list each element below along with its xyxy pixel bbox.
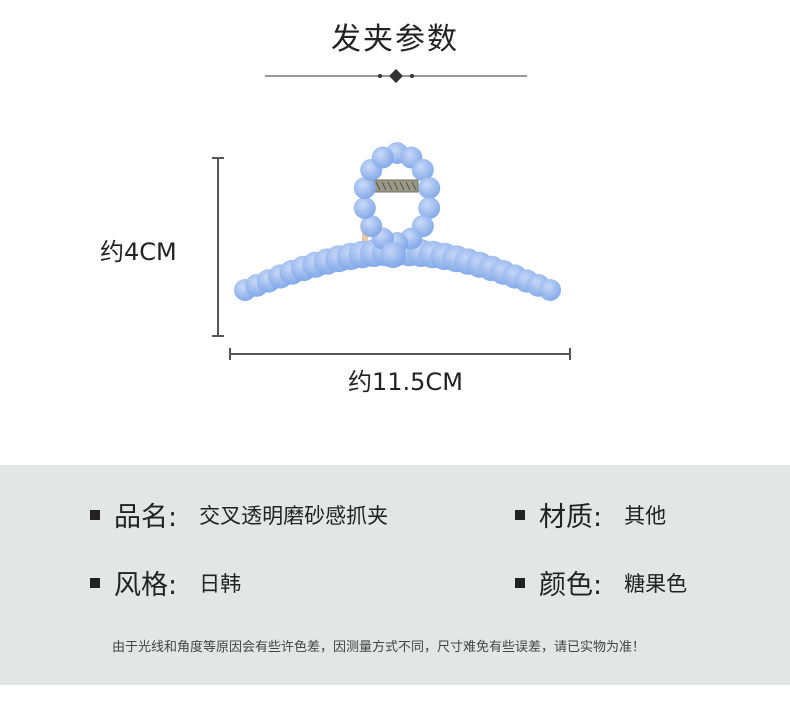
width-dimension-line: [230, 353, 570, 355]
bead: [353, 177, 376, 199]
width-dimension-cap: [569, 348, 571, 360]
height-dimension-line: [217, 158, 219, 336]
spec-value: 交叉透明磨砂感抓夹: [199, 503, 389, 528]
spec-value: 糖果色: [624, 571, 688, 596]
hair-clip-image: [234, 142, 561, 301]
page-title: 发夹参数: [331, 22, 459, 57]
bead: [411, 158, 434, 181]
width-label: 约11.5CM: [348, 368, 463, 396]
spec-product-name: 品名: 交叉透明磨砂感抓夹: [90, 495, 388, 534]
bead: [353, 197, 376, 219]
disclaimer-note: 由于光线和角度等原因会有些许色差，因测量方式不同，尺寸难免有些误差，请已实物为准…: [112, 640, 646, 655]
height-dimension-cap: [212, 335, 224, 337]
spec-color: 颜色: 糖果色: [515, 563, 687, 602]
bead: [380, 242, 406, 268]
spec-value: 日韩: [199, 571, 242, 596]
bullet-icon: [515, 577, 525, 588]
bead: [360, 215, 383, 238]
spec-panel: 品名: 交叉透明磨砂感抓夹 材质: 其他 风格: 日韩 颜色: 糖果色 由于光线…: [0, 465, 790, 685]
width-dimension-cap: [229, 348, 231, 360]
bead: [418, 177, 441, 199]
bead: [539, 279, 561, 301]
spec-value: 其他: [624, 503, 667, 528]
bullet-icon: [90, 577, 100, 588]
bullet-icon: [515, 509, 525, 520]
spec-label: 颜色:: [539, 570, 603, 601]
bullet-icon: [90, 509, 100, 520]
bead: [371, 146, 394, 169]
bead: [418, 197, 441, 219]
height-dimension-cap: [212, 157, 224, 159]
spec-style: 风格: 日韩: [90, 563, 241, 602]
spec-label: 风格:: [114, 570, 178, 601]
height-label: 约4CM: [100, 238, 177, 266]
title-divider: [265, 69, 527, 83]
spec-material: 材质: 其他: [515, 495, 666, 534]
spec-label: 品名:: [114, 502, 178, 533]
spec-label: 材质:: [539, 502, 603, 533]
